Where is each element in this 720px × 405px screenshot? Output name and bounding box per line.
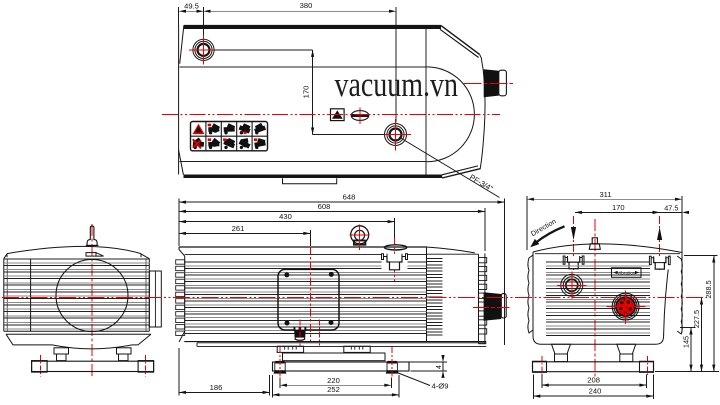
svg-text:47.5: 47.5 [664, 203, 678, 212]
svg-text:186: 186 [210, 383, 223, 392]
svg-text:240: 240 [589, 387, 602, 396]
svg-text:145: 145 [682, 336, 691, 348]
svg-text:430: 430 [279, 212, 292, 221]
svg-text:4: 4 [436, 365, 443, 369]
svg-text:380: 380 [300, 1, 313, 10]
svg-text:220: 220 [327, 376, 340, 385]
svg-text:208: 208 [587, 376, 600, 385]
svg-text:227.5: 227.5 [692, 310, 701, 328]
svg-text:Vibration: Vibration [617, 271, 635, 276]
svg-text:288.5: 288.5 [704, 280, 713, 298]
svg-text:608: 608 [318, 202, 331, 211]
svg-text:648: 648 [343, 193, 356, 202]
svg-text:170: 170 [612, 203, 625, 212]
svg-text:vacuum.vn: vacuum.vn [335, 65, 459, 104]
svg-text:170: 170 [302, 86, 311, 99]
svg-text:252: 252 [327, 385, 340, 394]
svg-text:49.5: 49.5 [184, 2, 199, 11]
svg-text:4-Ø9: 4-Ø9 [432, 382, 449, 391]
svg-text:261: 261 [232, 224, 245, 233]
svg-text:311: 311 [599, 190, 611, 199]
